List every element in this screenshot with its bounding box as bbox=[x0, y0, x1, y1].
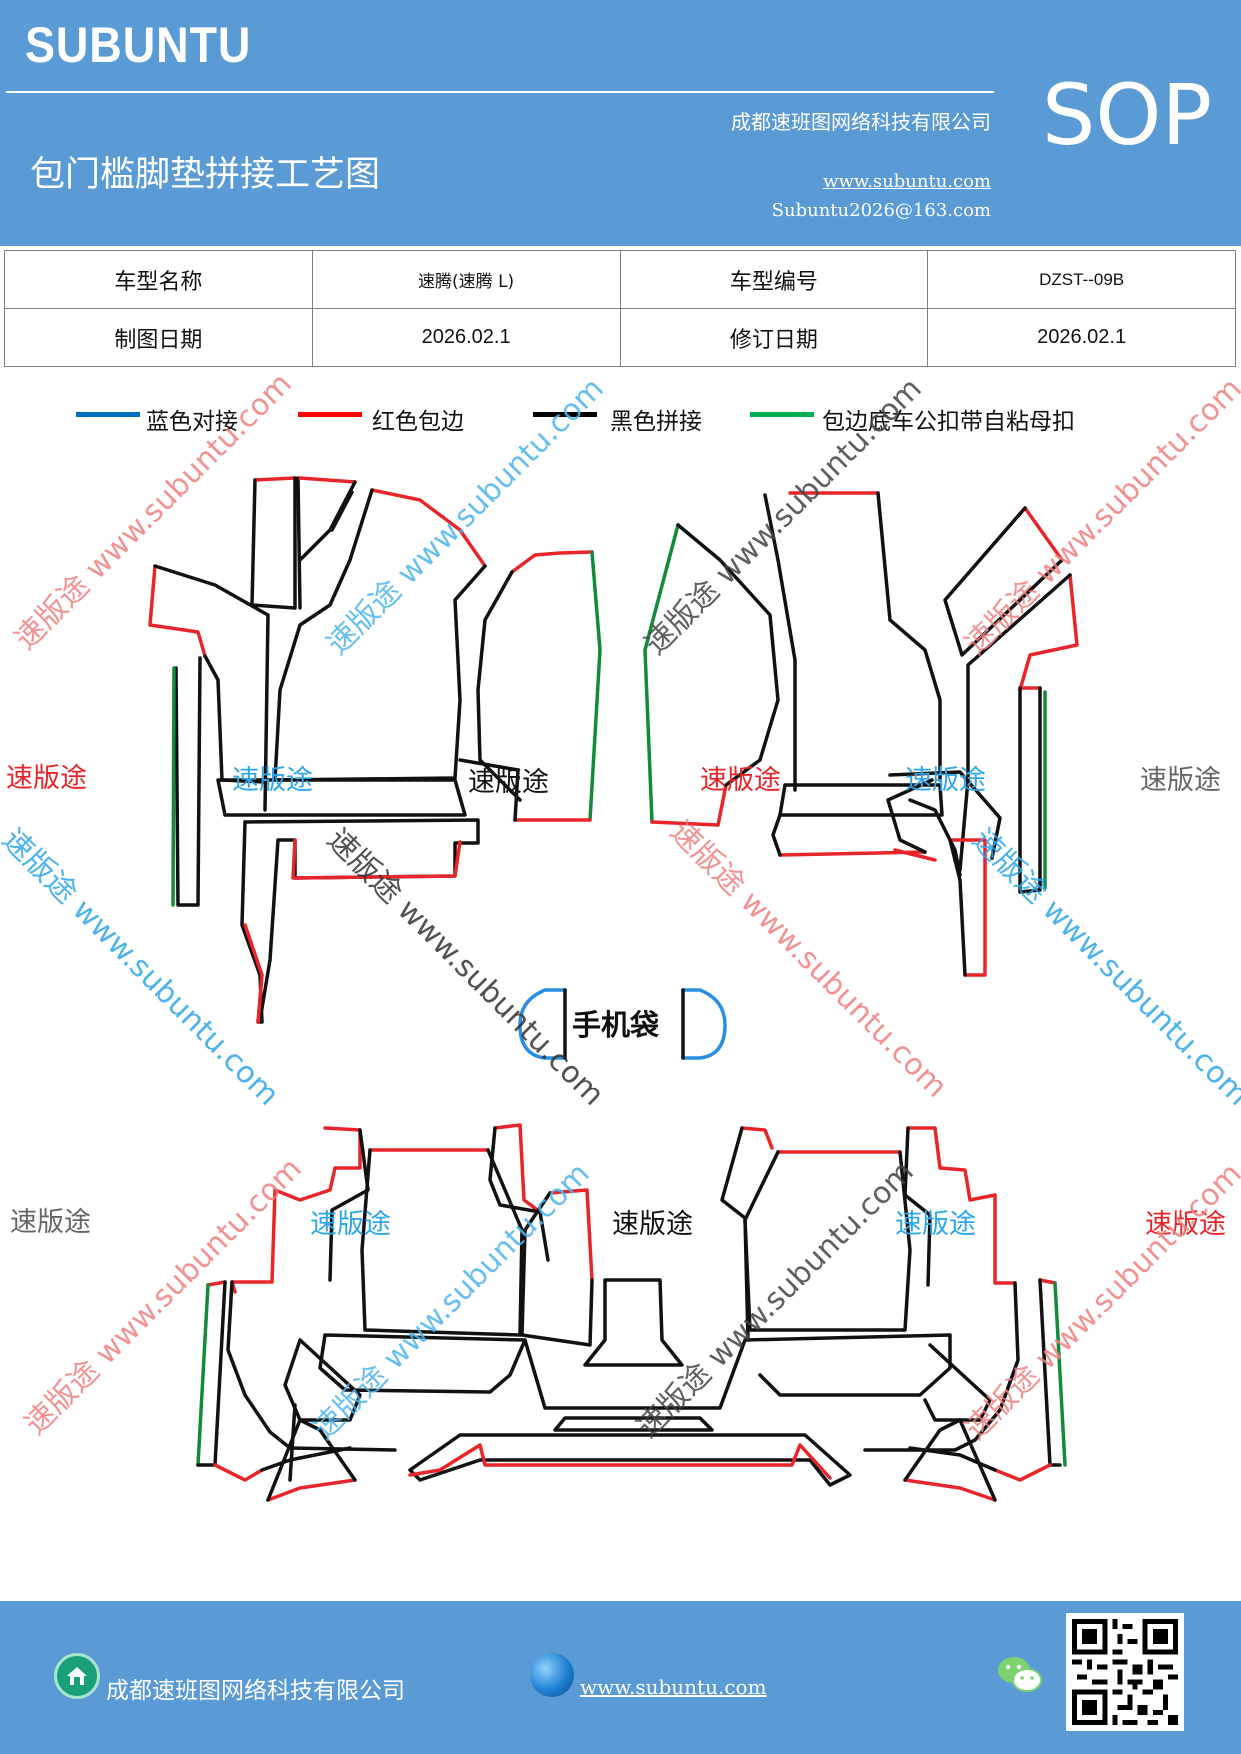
piece-label: 速版途 bbox=[700, 765, 781, 796]
legend-swatch-blue bbox=[76, 412, 140, 417]
front-center-piece bbox=[458, 550, 602, 822]
legend-label-red: 红色包边 bbox=[372, 409, 464, 435]
revise-date-value: 2026.02.1 bbox=[927, 308, 1236, 367]
model-name-value: 速腾(速腾 L) bbox=[311, 250, 621, 309]
legend-label-green: 包边底车公扣带自粘母扣 bbox=[822, 409, 1075, 435]
front-left-mat bbox=[148, 476, 487, 1024]
legend-swatch-black bbox=[533, 412, 597, 417]
mat-outlines bbox=[148, 476, 1079, 1502]
wechat-icon bbox=[996, 1653, 1044, 1697]
draw-date-value: 2026.02.1 bbox=[311, 308, 621, 367]
piece-label: 速版途 bbox=[895, 1209, 976, 1240]
splicing-diagram: 速版途 速版途 速版途 速版途 速版途 速版途 速版途 速版途 速版途 速版途 … bbox=[0, 366, 1241, 1600]
piece-label: 速版途 bbox=[1145, 1209, 1226, 1240]
table-row: 制图日期 2026.02.1 修订日期 2026.02.1 bbox=[4, 308, 1236, 367]
model-name-label: 车型名称 bbox=[4, 250, 313, 309]
piece-label: 速版途 bbox=[6, 763, 87, 794]
globe-icon bbox=[530, 1653, 574, 1697]
front-right-side-pieces bbox=[943, 506, 1079, 977]
email-address: Subuntu2026@163.com bbox=[771, 200, 991, 221]
piece-label: 速版途 bbox=[468, 767, 549, 798]
model-code-label: 车型编号 bbox=[619, 250, 929, 309]
phone-pocket-label: 手机袋 bbox=[572, 1008, 660, 1042]
qr-code bbox=[1066, 1613, 1184, 1731]
piece-label: 速版途 bbox=[232, 765, 313, 796]
rear-left-mat bbox=[196, 1123, 594, 1502]
front-right-mat bbox=[643, 491, 1002, 877]
piece-label: 速版途 bbox=[10, 1207, 91, 1238]
legend: 蓝色对接 红色包边 黑色拼接 包边底车公扣带自粘母扣 bbox=[0, 402, 1241, 442]
doc-type: SOP bbox=[1042, 66, 1213, 164]
piece-label: 速版途 bbox=[905, 765, 986, 796]
header-divider bbox=[6, 91, 994, 93]
company-name: 成都速班图网络科技有限公司 bbox=[731, 110, 991, 134]
footer-website-link[interactable]: www.subuntu.com bbox=[580, 1675, 767, 1699]
home-icon bbox=[54, 1653, 100, 1699]
website-link[interactable]: www.subuntu.com bbox=[823, 171, 991, 192]
piece-label: 速版途 bbox=[310, 1209, 391, 1240]
revise-date-label: 修订日期 bbox=[619, 308, 929, 367]
brand-logo: SUBUNTU bbox=[25, 17, 252, 73]
rear-center-tunnel bbox=[408, 1278, 852, 1487]
draw-date-label: 制图日期 bbox=[4, 308, 313, 367]
legend-swatch-green bbox=[750, 412, 814, 417]
legend-swatch-red bbox=[298, 412, 362, 417]
piece-label: 速版途 bbox=[1140, 765, 1221, 796]
model-code-value: DZST--09B bbox=[927, 250, 1236, 309]
rear-right-mat bbox=[720, 1126, 1067, 1502]
info-table: 车型名称 速腾(速腾 L) 车型编号 DZST--09B 制图日期 2026.0… bbox=[4, 250, 1236, 367]
phone-pocket-shapes bbox=[518, 988, 727, 1060]
footer: 成都速班图网络科技有限公司 www.subuntu.com bbox=[0, 1601, 1241, 1754]
page-title: 包门槛脚垫拼接工艺图 bbox=[30, 155, 381, 195]
footer-company-name: 成都速班图网络科技有限公司 bbox=[106, 1678, 405, 1704]
table-row: 车型名称 速腾(速腾 L) 车型编号 DZST--09B bbox=[4, 250, 1236, 309]
piece-label: 速版途 bbox=[612, 1209, 693, 1240]
legend-label-blue: 蓝色对接 bbox=[146, 409, 238, 435]
header: SUBUNTU SOP 包门槛脚垫拼接工艺图 成都速班图网络科技有限公司 www… bbox=[0, 0, 1241, 246]
legend-label-black: 黑色拼接 bbox=[610, 409, 702, 435]
